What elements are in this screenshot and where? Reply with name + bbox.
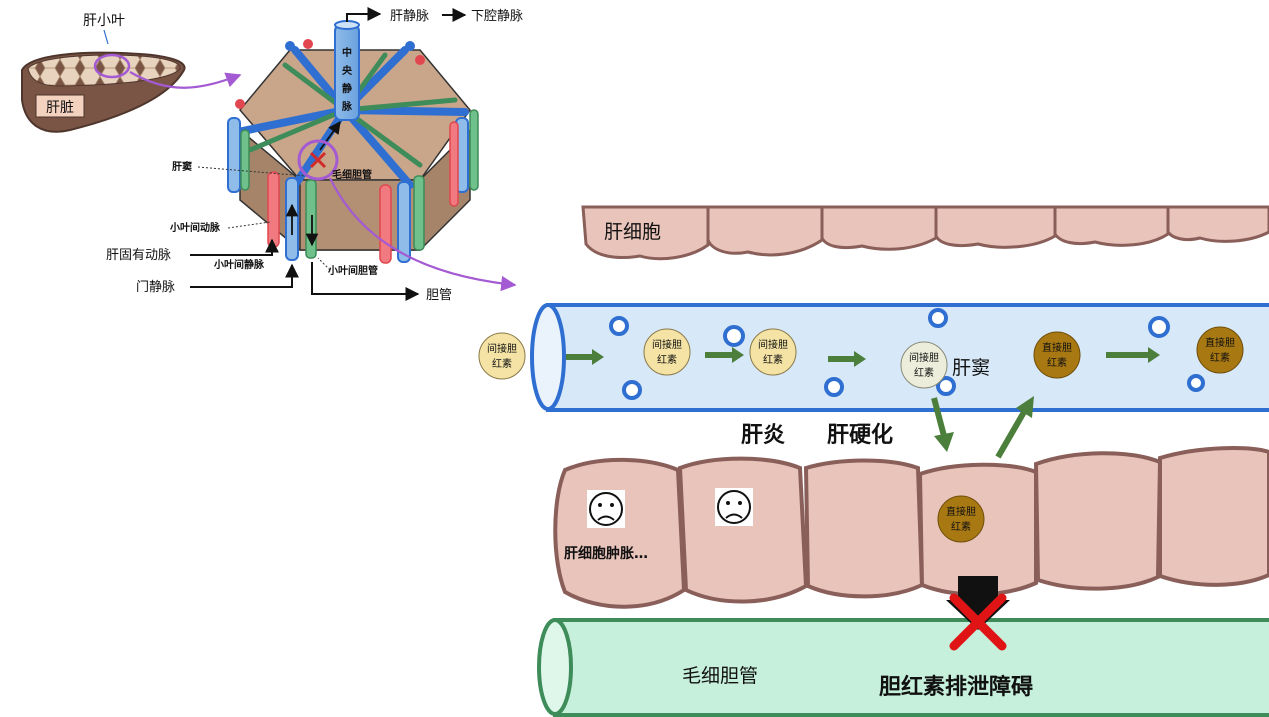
liver-inset: 肝脏 肝小叶 (21, 13, 242, 133)
hepatic-vein-label: 肝静脉 (390, 9, 429, 24)
portal-vein-label: 门静脉 (136, 280, 175, 295)
direct-bilirubin-in-cell: 直接胆 红素 (937, 495, 985, 543)
indirect-bilirubin-2: 间接胆 红素 (749, 328, 797, 376)
sinusoid-flow-arrow (319, 120, 341, 151)
svg-text:红素: 红素 (951, 520, 971, 533)
interlobular-artery-label: 小叶间动脉 (169, 221, 221, 234)
indirect-bilirubin-3: 间接胆 红素 (900, 341, 948, 389)
bile-duct-label: 胆管 (426, 288, 452, 303)
hepatic-lobule: 中 央 静 脉 肝静脉 下腔静脉 毛细胆管 肝窦 小叶间动脉 肝固有动脉 小叶间… (106, 7, 523, 303)
svg-text:红素: 红素 (1210, 351, 1230, 364)
ivc-label: 下腔静脉 (471, 9, 523, 24)
bile-canaliculus-tube (537, 618, 1269, 717)
interlobular-bile-duct-label: 小叶间胆管 (327, 264, 378, 277)
blood-cells (609, 308, 1205, 400)
svg-text:红素: 红素 (914, 366, 934, 379)
indirect-bilirubin-1: 间接胆 红素 (643, 328, 691, 376)
central-vein-label-3: 静 (342, 82, 352, 95)
bile-duct-arrow (311, 262, 420, 301)
svg-text:间接胆: 间接胆 (909, 351, 939, 364)
sinusoid-zoom-label: 肝窦 (952, 357, 990, 379)
central-vein-label-2: 央 (342, 64, 353, 77)
canaliculus-label: 毛细胆管 (682, 665, 758, 687)
svg-text:红素: 红素 (492, 357, 512, 370)
portal-triads (227, 39, 479, 264)
sad-face-icon (587, 490, 625, 528)
central-vein-label-1: 中 (342, 46, 352, 59)
liver-to-lobule-callout (129, 71, 242, 89)
excretion-arrow (946, 576, 1010, 630)
lobule-highlight-circle (93, 53, 131, 79)
indirect-bilirubin-outside: 间接胆 红素 (478, 332, 526, 380)
svg-text:间接胆: 间接胆 (487, 342, 517, 355)
lobule-pointer (103, 29, 109, 45)
svg-text:红素: 红素 (1047, 356, 1067, 369)
bile-duct-pointer (317, 257, 331, 271)
block-x-icon (949, 593, 1007, 651)
svg-text:间接胆: 间接胆 (758, 338, 788, 351)
cirrhosis-label: 肝硬化 (827, 422, 893, 448)
svg-text:直接胆: 直接胆 (1042, 341, 1072, 354)
svg-text:红素: 红素 (763, 353, 783, 366)
hepatic-artery-proper-label: 肝固有动脉 (106, 248, 171, 263)
uptake-and-release-arrows (931, 396, 1034, 459)
canaliculus-highlight-circle (297, 139, 339, 181)
interlobular-vein-label: 小叶间静脉 (213, 258, 265, 271)
portal-vein-arrow (190, 263, 299, 288)
liver-label: 肝脏 (46, 100, 74, 116)
central-vein-label-4: 脉 (341, 100, 353, 113)
block-x-small (309, 151, 327, 169)
direct-bilirubin-1: 直接胆 红素 (1033, 331, 1081, 379)
svg-text:直接胆: 直接胆 (1205, 336, 1235, 349)
hepatocyte-label: 肝细胞 (604, 221, 661, 243)
hepatic-artery-arrow (190, 238, 279, 256)
hepatitis-label: 肝炎 (741, 423, 785, 448)
bile-canaliculus-label: 毛细胆管 (332, 168, 372, 181)
direct-bilirubin-2: 直接胆 红素 (1196, 326, 1244, 374)
bottom-hepatocyte-row (553, 446, 1269, 609)
sinusoid-label: 肝窦 (172, 160, 192, 173)
svg-text:直接胆: 直接胆 (946, 505, 976, 518)
excretion-block-label: 胆红素排泄障碍 (879, 674, 1033, 700)
lobule-label: 肝小叶 (83, 13, 125, 29)
sinusoid-flow-arrows (566, 347, 1160, 367)
lobule-to-zoom-callout (329, 177, 517, 292)
svg-text:间接胆: 间接胆 (652, 338, 682, 351)
svg-text:红素: 红素 (657, 353, 677, 366)
zoomed-sinusoid-view: 肝细胞 肝窦 间接胆 红素 间接胆 红素 间接胆 红素 (478, 205, 1269, 717)
swelling-label: 肝细胞肿胀… (564, 545, 648, 562)
interlobular-artery-pointer (227, 221, 271, 229)
sad-face-icon (715, 488, 753, 526)
liver-label-box (35, 94, 85, 118)
top-hepatocyte-row (581, 205, 1269, 261)
central-to-hepatic-arrow (346, 7, 382, 22)
